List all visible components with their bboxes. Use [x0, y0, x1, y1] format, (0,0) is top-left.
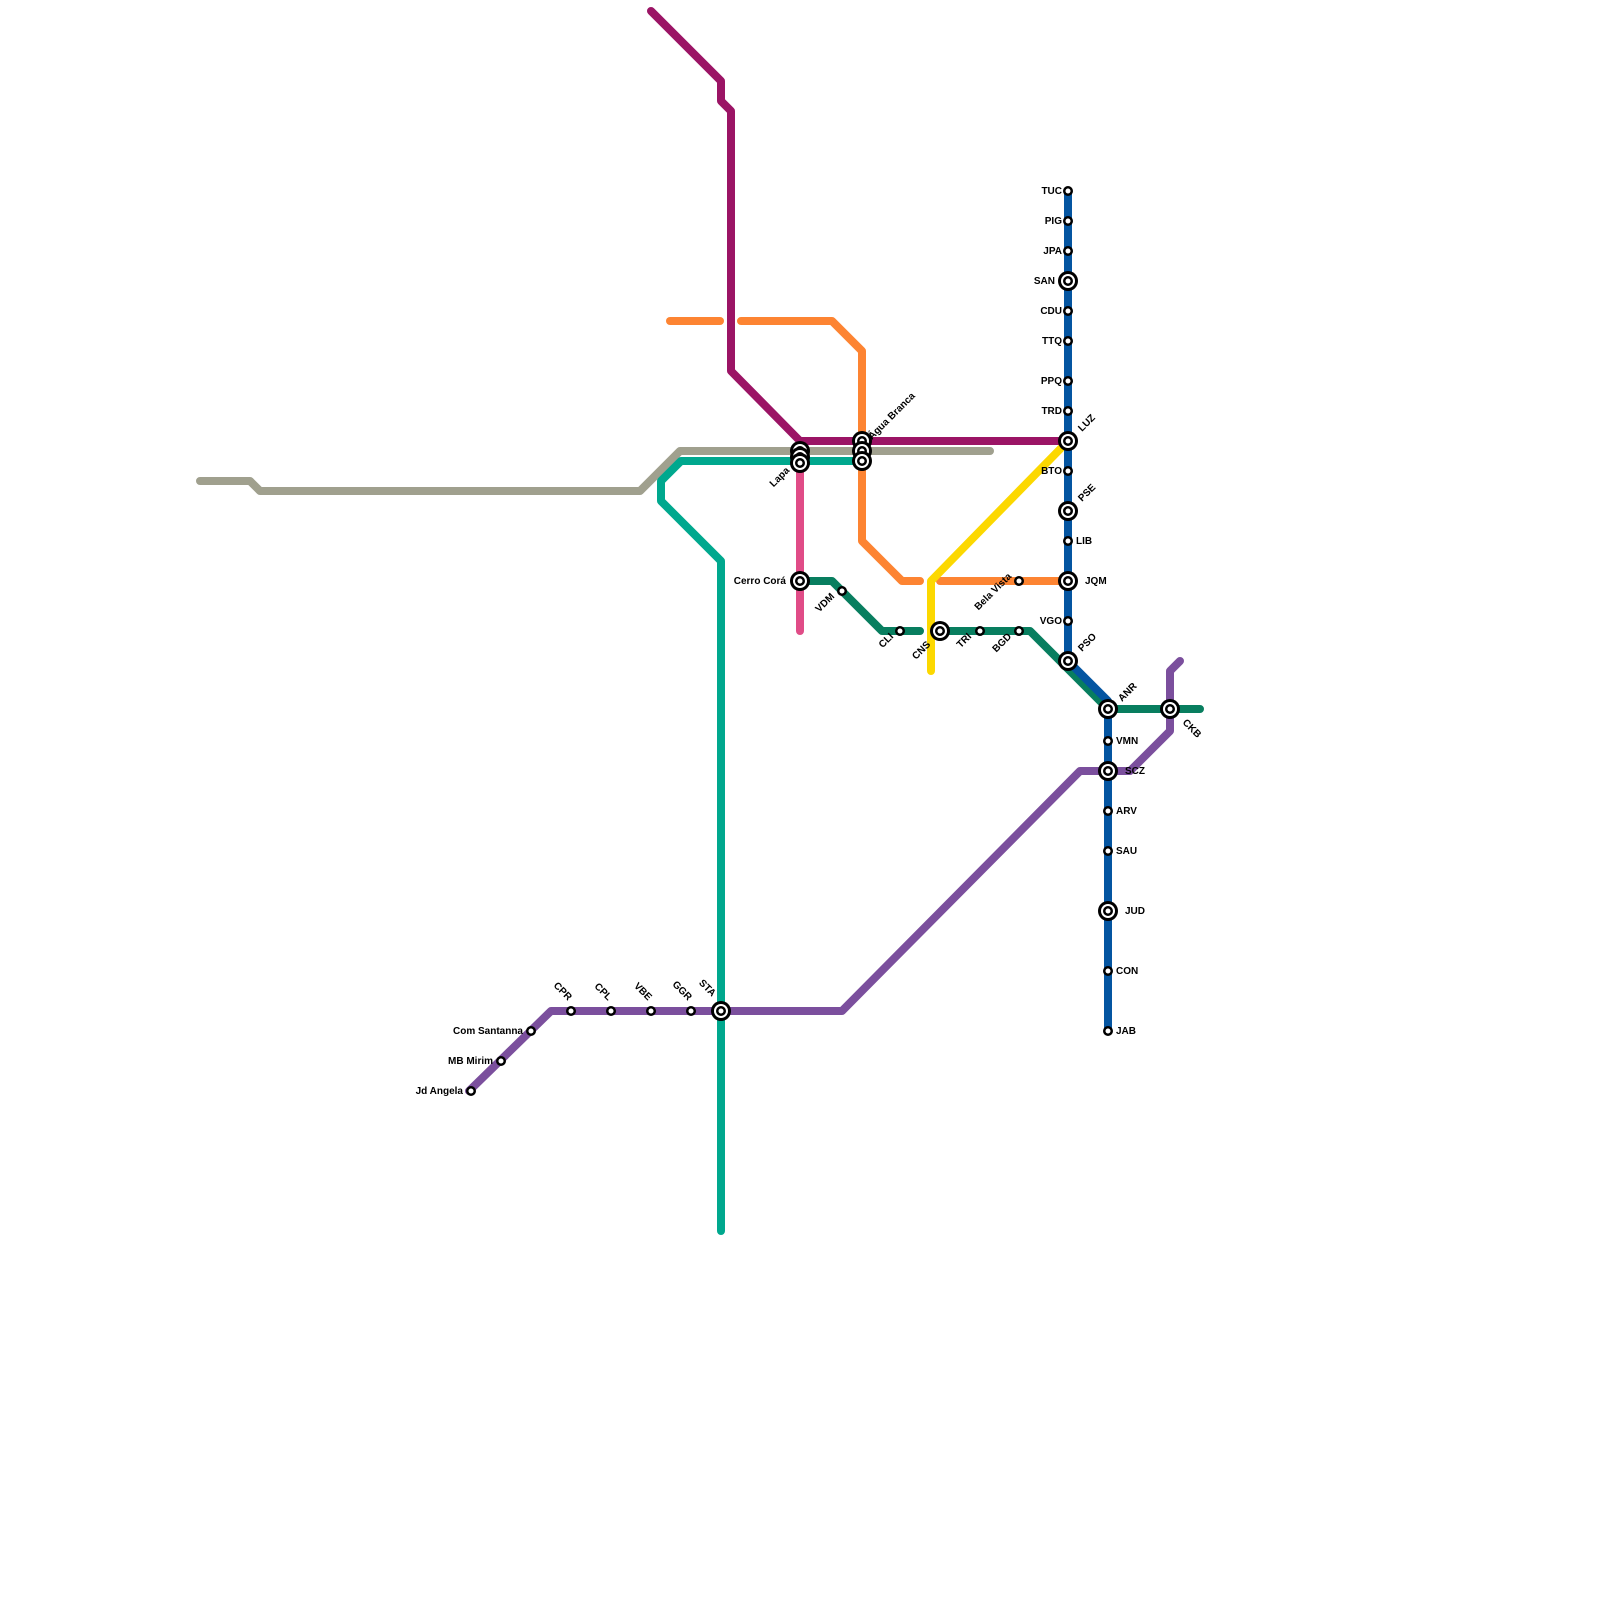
station-label-com-santanna: Com Santanna — [453, 1026, 523, 1037]
station-marker-anr[interactable] — [1098, 699, 1118, 719]
line-grey — [196, 447, 994, 495]
station-marker-cpr[interactable] — [566, 1006, 576, 1016]
station-label-cpl: CPL — [592, 981, 614, 1003]
station-marker-scz[interactable] — [1098, 761, 1118, 781]
stations-layer — [466, 186, 1180, 1096]
station-marker-cpl[interactable] — [606, 1006, 616, 1016]
station-label-cpr: CPR — [551, 980, 574, 1003]
line-blue — [1064, 187, 1112, 1035]
station-label-trd: TRD — [1041, 406, 1062, 417]
station-marker-tuc[interactable] — [1063, 186, 1073, 196]
station-label-pse: PSE — [1076, 482, 1098, 504]
station-label-tuc: TUC — [1041, 186, 1062, 197]
station-label-ttq: TTQ — [1042, 336, 1062, 347]
station-label-lapa: Lapa — [768, 465, 793, 490]
station-marker-cerro-cora[interactable] — [790, 571, 810, 591]
station-label-vgo: VGO — [1040, 616, 1062, 627]
station-marker-luz[interactable] — [1058, 431, 1078, 451]
station-marker-bela-vista[interactable] — [1014, 576, 1024, 586]
station-marker-mb-mirim[interactable] — [496, 1056, 506, 1066]
station-marker-cns[interactable] — [930, 621, 950, 641]
station-label-mb-mirim: MB Mirim — [448, 1056, 493, 1067]
station-label-san: SAN — [1034, 276, 1055, 287]
station-label-scz: SCZ — [1125, 766, 1145, 777]
station-label-anr: ANR — [1116, 680, 1140, 704]
station-marker-vmn[interactable] — [1103, 736, 1113, 746]
station-marker-bgd[interactable] — [1014, 626, 1024, 636]
station-marker-san[interactable] — [1058, 271, 1078, 291]
station-marker-jab[interactable] — [1103, 1026, 1113, 1036]
station-label-agua-branca: Água Branca — [865, 389, 918, 442]
station-marker-pse[interactable] — [1058, 501, 1078, 521]
station-marker-arv[interactable] — [1103, 806, 1113, 816]
station-marker-pig[interactable] — [1063, 216, 1073, 226]
station-marker-ttq[interactable] — [1063, 336, 1073, 346]
station-label-arv: ARV — [1116, 806, 1137, 817]
station-marker-com-santanna[interactable] — [526, 1026, 536, 1036]
station-marker-ppq[interactable] — [1063, 376, 1073, 386]
station-label-bto: BTO — [1041, 466, 1062, 477]
station-marker-jd-angela[interactable] — [466, 1086, 476, 1096]
station-marker-jpa[interactable] — [1063, 246, 1073, 256]
station-label-jud: JUD — [1125, 906, 1145, 917]
station-marker-bto[interactable] — [1063, 466, 1073, 476]
station-marker-sau[interactable] — [1103, 846, 1113, 856]
station-marker-trd[interactable] — [1063, 406, 1073, 416]
station-label-ckb: CKB — [1180, 717, 1203, 740]
station-marker-jud[interactable] — [1098, 901, 1118, 921]
station-label-jpa: JPA — [1043, 246, 1062, 257]
station-label-jab: JAB — [1116, 1026, 1136, 1037]
station-marker-agua-branca-teal[interactable] — [852, 451, 872, 471]
line-yellow — [927, 437, 1072, 675]
station-marker-con[interactable] — [1103, 966, 1113, 976]
station-marker-vgo[interactable] — [1063, 616, 1073, 626]
station-marker-vbe[interactable] — [646, 1006, 656, 1016]
station-label-ppq: PPQ — [1041, 376, 1062, 387]
station-marker-vdm[interactable] — [837, 586, 847, 596]
station-label-vbe: VBE — [631, 981, 654, 1004]
station-label-lib: LIB — [1076, 536, 1092, 547]
line-purple — [465, 657, 1184, 1095]
station-label-vmn: VMN — [1116, 736, 1138, 747]
station-label-sta: STA — [696, 978, 717, 999]
station-marker-lapa-teal[interactable] — [790, 453, 810, 473]
station-marker-jqm[interactable] — [1058, 571, 1078, 591]
station-label-ggr: GGR — [670, 979, 694, 1003]
station-marker-tri[interactable] — [975, 626, 985, 636]
station-label-pig: PIG — [1045, 216, 1062, 227]
station-label-luz: LUZ — [1076, 413, 1098, 435]
line-teal — [657, 457, 866, 1235]
station-label-jqm: JQM — [1085, 576, 1107, 587]
station-marker-pso[interactable] — [1058, 651, 1078, 671]
station-marker-ggr[interactable] — [686, 1006, 696, 1016]
station-label-con: CON — [1116, 966, 1138, 977]
station-label-cdu: CDU — [1040, 306, 1062, 317]
station-label-sau: SAU — [1116, 846, 1137, 857]
station-marker-lib[interactable] — [1063, 536, 1073, 546]
station-label-pso: PSO — [1076, 631, 1099, 654]
station-marker-cli[interactable] — [895, 626, 905, 636]
station-label-jd-angela: Jd Angela — [416, 1086, 464, 1097]
station-label-vdm: VDM — [814, 591, 838, 615]
station-marker-cdu[interactable] — [1063, 306, 1073, 316]
station-marker-sta[interactable] — [711, 1001, 731, 1021]
station-marker-ckb[interactable] — [1160, 699, 1180, 719]
station-label-cerro-cora: Cerro Corá — [734, 576, 787, 587]
